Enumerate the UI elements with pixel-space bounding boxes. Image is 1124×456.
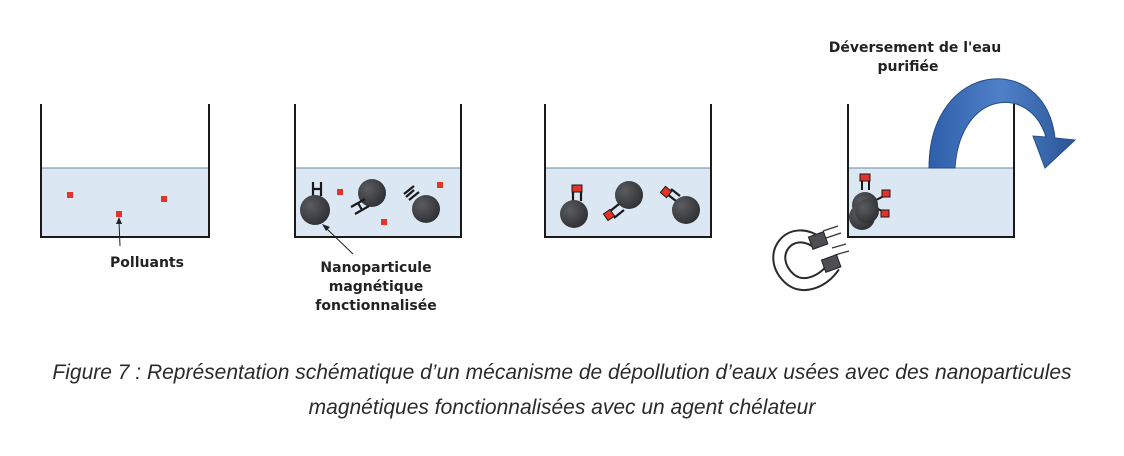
container-2: Nanoparticule magnétique fonctionnalisée: [294, 104, 462, 314]
pointer-line: [118, 220, 121, 247]
discharge-label-1: Déversement de l'eau: [829, 40, 1001, 56]
container-3: [544, 104, 712, 238]
discharge-label-2: purifiée: [877, 59, 938, 75]
nanoparticle-label-1: Nanoparticule: [320, 260, 431, 276]
pointer-line: [325, 227, 354, 255]
nanoparticle-icon: [602, 181, 643, 222]
nanoparticle-icon: [403, 185, 440, 223]
container-1: Polluants: [40, 104, 210, 271]
beaker-2: [294, 104, 462, 238]
container-4: [772, 104, 1015, 291]
figure-caption-line2: magnétiques fonctionnalisées avec un age…: [308, 396, 816, 419]
curved-arrow-icon: [928, 78, 1077, 169]
water-1: [41, 168, 209, 237]
beaker-3: [544, 104, 712, 238]
nanoparticle-icon: [350, 179, 386, 215]
nanoparticle-cluster: [849, 173, 891, 230]
nanoparticle-icon: [659, 185, 700, 224]
nanoparticle-label-2: magnétique: [329, 279, 424, 295]
nanoparticle-icon: [300, 182, 330, 225]
beaker-4: [847, 104, 1015, 238]
figure-caption-line1: Figure 7 : Représentation schématique d’…: [52, 361, 1072, 384]
beaker-1: [40, 104, 210, 238]
nanoparticle-label-3: fonctionnalisée: [315, 298, 436, 314]
nanoparticle-icon: [560, 184, 588, 228]
horseshoe-magnet-icon: [772, 229, 842, 291]
pollutants-label: Polluants: [110, 255, 184, 271]
pollutant: [161, 196, 167, 202]
pointer-arrowhead: [116, 217, 122, 224]
pollutant: [381, 219, 387, 225]
magnetic-field-arrows: [822, 225, 850, 256]
pollutant: [116, 211, 122, 217]
depollution-diagram: Polluants Nanoparticule magnétique fonct…: [40, 40, 1077, 314]
pointer-arrowhead: [322, 224, 330, 231]
pollutant: [67, 192, 73, 198]
pollutant: [337, 189, 343, 195]
pollutant: [437, 182, 443, 188]
